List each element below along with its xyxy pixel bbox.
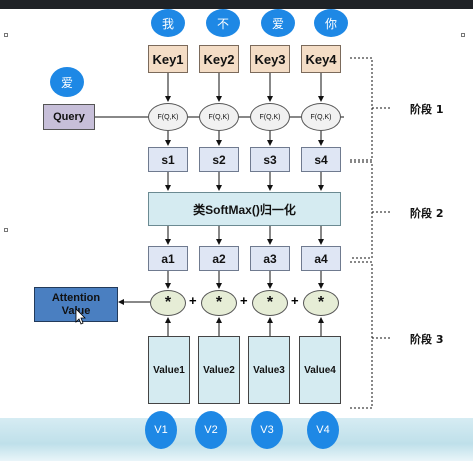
similarity-function-4: F(Q,K) — [301, 103, 341, 131]
attention-label-line2: Value — [61, 304, 91, 317]
plus-sign-2: + — [240, 293, 248, 308]
multiply-node-1: * — [150, 290, 186, 316]
attention-value-box: Attention Value — [34, 287, 118, 322]
score-box-3: s3 — [250, 147, 290, 172]
similarity-function-1: F(Q,K) — [148, 103, 188, 131]
token-circle-4: 你 — [314, 9, 348, 37]
value-box-3: Value3 — [248, 336, 290, 404]
plus-sign-1: + — [189, 293, 197, 308]
softmax-normalization-box: 类SoftMax()归一化 — [148, 192, 341, 226]
value-circle-3: V3 — [251, 411, 283, 449]
key-box-4: Key4 — [301, 45, 341, 73]
key-box-1: Key1 — [148, 45, 188, 73]
attention-value-label: Attention Value — [52, 292, 100, 318]
stage-label-3: 阶段 3 — [410, 333, 444, 346]
window-top-bar — [0, 0, 473, 9]
plus-sign-3: + — [291, 293, 299, 308]
stage-label-1: 阶段 1 — [410, 103, 444, 116]
weight-box-3: a3 — [250, 246, 290, 271]
value-circle-4: V4 — [307, 411, 339, 449]
score-box-1: s1 — [148, 147, 188, 172]
weight-box-2: a2 — [199, 246, 239, 271]
key-box-2: Key2 — [199, 45, 239, 73]
stage-label-2: 阶段 2 — [410, 207, 444, 220]
token-circle-3: 爱 — [261, 9, 295, 37]
score-box-2: s2 — [199, 147, 239, 172]
query-box: Query — [43, 104, 95, 130]
multiply-node-2: * — [201, 290, 237, 316]
value-box-4: Value4 — [299, 336, 341, 404]
multiply-node-4: * — [303, 290, 339, 316]
weight-box-4: a4 — [301, 246, 341, 271]
key-box-3: Key3 — [250, 45, 290, 73]
query-token-circle: 爱 — [50, 67, 84, 97]
score-box-4: s4 — [301, 147, 341, 172]
value-circle-1: V1 — [145, 411, 177, 449]
similarity-function-3: F(Q,K) — [250, 103, 290, 131]
token-circle-1: 我 — [151, 9, 185, 37]
attention-label-line1: Attention — [51, 291, 101, 304]
value-circle-2: V2 — [195, 411, 227, 449]
similarity-function-2: F(Q,K) — [199, 103, 239, 131]
selection-handle[interactable] — [4, 33, 8, 37]
selection-handle[interactable] — [4, 228, 8, 232]
multiply-node-3: * — [252, 290, 288, 316]
value-box-1: Value1 — [148, 336, 190, 404]
selection-handle[interactable] — [461, 33, 465, 37]
weight-box-1: a1 — [148, 246, 188, 271]
token-circle-2: 不 — [206, 9, 240, 37]
bottom-gradient-strip — [0, 418, 473, 461]
value-box-2: Value2 — [198, 336, 240, 404]
